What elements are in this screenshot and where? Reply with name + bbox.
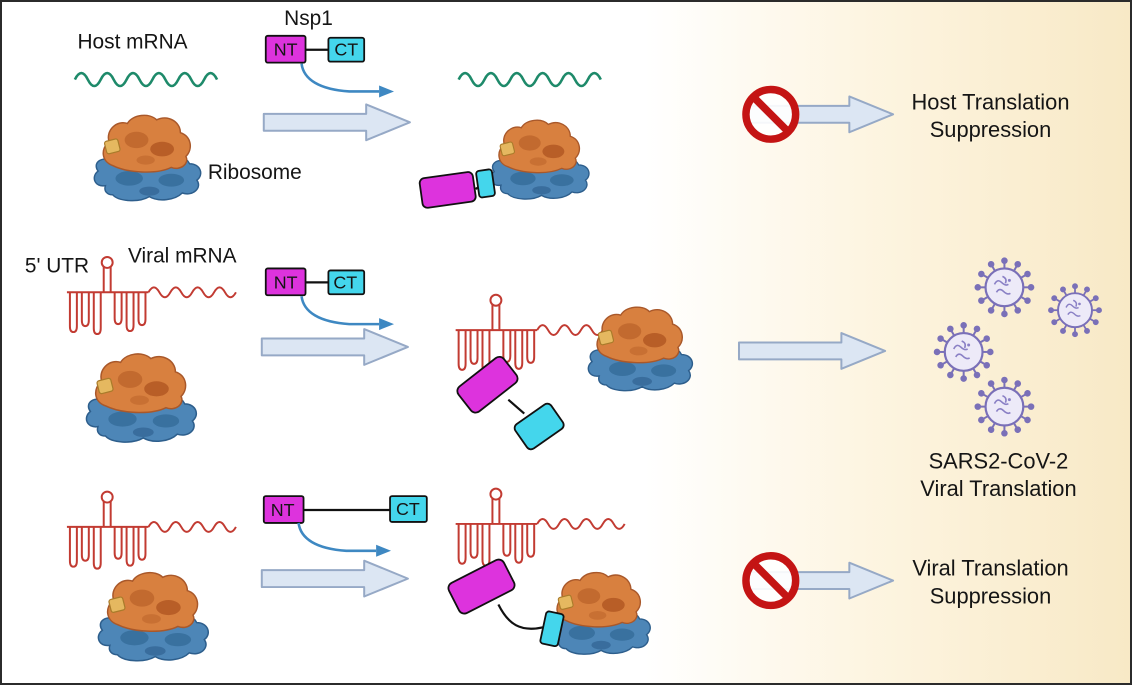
nsp1-label: Nsp1 — [284, 7, 333, 30]
viral-mrna-tail — [536, 517, 626, 530]
block-arrow-icon — [260, 328, 409, 366]
nsp1-ct-free — [513, 402, 565, 451]
host-mrna-label: Host mRNA — [77, 31, 187, 54]
ribosome-icon — [93, 114, 202, 202]
viral-mrna-tail — [147, 286, 237, 299]
host-mrna-strand — [457, 71, 603, 88]
block-arrow-icon — [737, 332, 887, 370]
nt-label: NT — [274, 272, 298, 292]
ribosome-label: Ribosome — [208, 161, 302, 184]
viral-suppression-line1: Viral Translation — [912, 556, 1068, 581]
nsp1-ct-free — [539, 610, 565, 648]
ribosome-icon — [547, 571, 651, 655]
nt-label: NT — [271, 500, 295, 520]
ribosome-icon — [85, 353, 198, 443]
viral-mrna-tail — [147, 520, 237, 533]
ribosome-icon — [490, 119, 590, 200]
action-arrow-icon — [300, 294, 396, 332]
nsp1-linker — [507, 398, 525, 415]
nsp1-nt-free — [418, 171, 477, 209]
action-arrow-icon — [300, 62, 396, 99]
host-mrna-strand — [73, 71, 219, 88]
ct-label: CT — [334, 40, 358, 60]
viral-translation-line1: SARS2-CoV-2 — [929, 448, 1069, 473]
block-arrow-icon — [260, 559, 409, 598]
nsp1-ct-box — [327, 36, 366, 63]
nt-label: NT — [274, 40, 298, 60]
virion-icon — [975, 258, 1033, 316]
host-suppression-line1: Host Translation — [912, 89, 1070, 114]
block-arrow-icon — [262, 103, 411, 142]
virion-icon — [975, 378, 1033, 436]
nsp1-ct-box — [389, 495, 428, 523]
ribosome-icon — [587, 306, 694, 392]
nsp1-nt-free — [447, 558, 516, 615]
host-suppression-line2: Suppression — [930, 117, 1052, 142]
ct-label: CT — [333, 272, 357, 292]
ribosome-icon — [97, 571, 210, 662]
viral-translation-line2: Viral Translation — [920, 476, 1076, 501]
ct-label: CT — [396, 499, 420, 519]
prohibition-icon — [746, 556, 796, 606]
nsp1-ct-box — [327, 269, 366, 296]
viral-utr-structure — [65, 490, 150, 570]
virion-icon — [935, 323, 993, 381]
viral-utr-structure — [454, 487, 539, 567]
viral-suppression-line2: Suppression — [930, 583, 1052, 608]
viral-mrna-label: Viral mRNA — [128, 244, 237, 267]
five-utr-label: 5' UTR — [25, 254, 89, 277]
prohibition-icon — [746, 89, 796, 139]
virion-icon — [1049, 284, 1101, 336]
action-arrow-icon — [297, 521, 393, 559]
nsp1-nt-free — [456, 355, 519, 414]
nsp1-ct-free — [475, 168, 496, 199]
nsp1-long-linker — [497, 603, 544, 630]
